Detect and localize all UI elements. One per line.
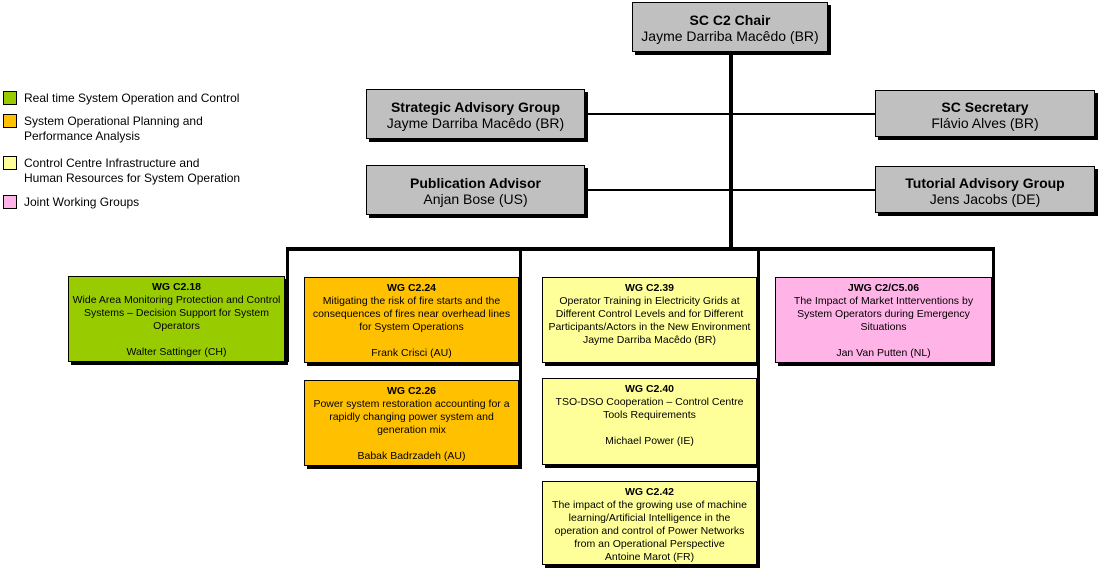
wg-drop-line [757,247,760,568]
wg-convenor: Antoine Marot (FR) [604,551,695,563]
wg-code: WG C2.42 [624,486,674,498]
wg-drop-line [286,247,289,362]
wg-convenor: Michael Power (IE) [605,435,694,447]
wg-drop-line [992,247,995,362]
trunk-line [729,52,733,251]
box-name: Jayme Darriba Macêdo (BR) [386,115,565,131]
wg-description: Wide Area Monitoring Protection and Cont… [72,294,281,332]
legend-item-realtime: Real time System Operation and Control [3,91,239,106]
publication-connector-line [585,189,875,191]
wg-drop-line [519,247,522,466]
wg-code: WG C2.24 [386,282,436,294]
box-title: SC Secretary [941,99,1029,115]
wg-description: Mitigating the risk of fire starts and t… [312,295,511,333]
sc-secretary-box: SC Secretary Flávio Alves (BR) [875,90,1095,137]
legend-swatch-pink [3,195,17,209]
wg-c242-box: WG C2.42 The impact of the growing use o… [542,481,757,565]
wg-description: The impact of the growing use of machine… [552,499,747,550]
wg-convenor: Jan Van Putten (NL) [836,347,931,359]
wg-description: TSO-DSO Cooperation – Control Centre Too… [555,396,744,421]
box-title: SC C2 Chair [689,12,771,28]
wg-convenor: Jayme Darriba Macêdo (BR) [582,334,717,346]
strategic-advisory-box: Strategic Advisory Group Jayme Darriba M… [366,89,585,139]
legend-item-joint: Joint Working Groups [3,195,139,210]
wg-convenor: Walter Sattinger (CH) [126,346,227,358]
sc-chair-box: SC C2 Chair Jayme Darriba Macêdo (BR) [632,2,828,52]
wg-c218-box: WG C2.18 Wide Area Monitoring Protection… [68,276,285,362]
wg-code: WG C2.39 [624,282,674,294]
legend-item-planning: System Operational Planning and Performa… [3,114,203,144]
legend-swatch-green [3,91,17,105]
wg-code: WG C2.26 [386,385,436,397]
box-name: Flávio Alves (BR) [931,115,1039,131]
wg-bus-line [286,247,995,251]
legend-swatch-yellow [3,156,17,170]
legend-label: Real time System Operation and Control [24,91,240,105]
legend-label: Control Centre Infrastructure and Human … [24,156,241,185]
wg-c226-box: WG C2.26 Power system restoration accoun… [304,380,519,466]
tutorial-advisory-box: Tutorial Advisory Group Jens Jacobs (DE) [875,166,1095,213]
box-title: Publication Advisor [410,175,541,191]
publication-advisor-box: Publication Advisor Anjan Bose (US) [366,165,585,215]
box-title: Strategic Advisory Group [390,99,561,115]
wg-c239-box: WG C2.39 Operator Training in Electricit… [542,277,757,363]
box-title: Tutorial Advisory Group [905,175,1065,191]
legend-label: System Operational Planning and Performa… [24,114,203,143]
wg-description: The Impact of Market Intterventions by S… [793,295,974,333]
wg-convenor: Frank Crisci (AU) [371,347,452,359]
wg-description: Operator Training in Electricity Grids a… [548,295,751,333]
wg-code: JWG C2/C5.06 [847,282,920,294]
legend-label: Joint Working Groups [24,195,140,209]
wg-description: Power system restoration accounting for … [313,398,510,436]
legend-item-infrastructure: Control Centre Infrastructure and Human … [3,156,240,186]
box-name: Anjan Bose (US) [423,191,528,207]
legend-swatch-orange [3,114,17,128]
wg-c224-box: WG C2.24 Mitigating the risk of fire sta… [304,277,519,363]
advisory-connector-line [585,113,875,115]
wg-code: WG C2.40 [624,383,674,395]
wg-code: WG C2.18 [151,281,201,293]
box-name: Jayme Darriba Macêdo (BR) [641,28,819,44]
wg-c240-box: WG C2.40 TSO-DSO Cooperation – Control C… [542,378,757,465]
box-name: Jens Jacobs (DE) [929,191,1041,207]
jwg-c2-c506-box: JWG C2/C5.06 The Impact of Market Intter… [775,277,992,363]
wg-convenor: Babak Badrzadeh (AU) [357,450,466,462]
